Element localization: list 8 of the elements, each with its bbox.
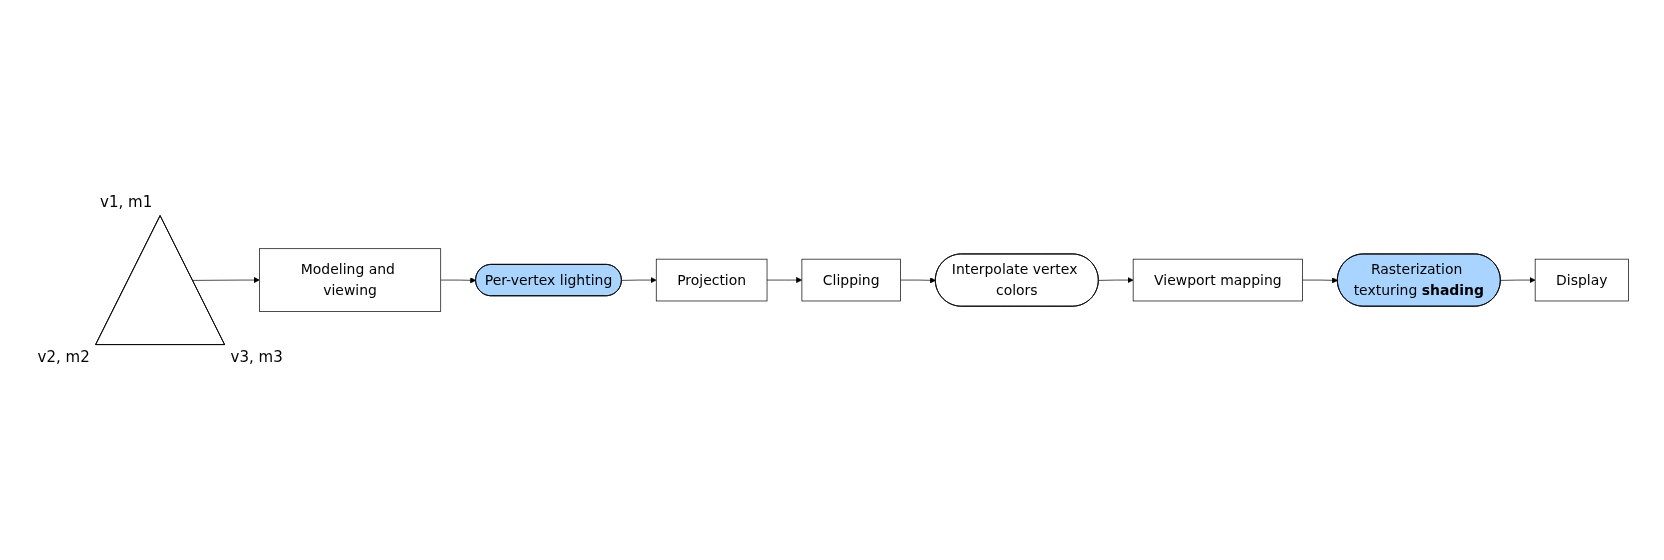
node-box: Display bbox=[1534, 258, 1629, 302]
node-box: Viewport mapping bbox=[1132, 258, 1303, 302]
vertex-label: v1, m1 bbox=[100, 193, 153, 212]
node-box: Projection bbox=[655, 258, 768, 302]
vertex-label: v3, m3 bbox=[230, 348, 283, 367]
node-box: Clipping bbox=[801, 258, 901, 302]
node-box: Modeling and viewing bbox=[259, 248, 442, 312]
vertex-label: v2, m2 bbox=[37, 348, 90, 367]
